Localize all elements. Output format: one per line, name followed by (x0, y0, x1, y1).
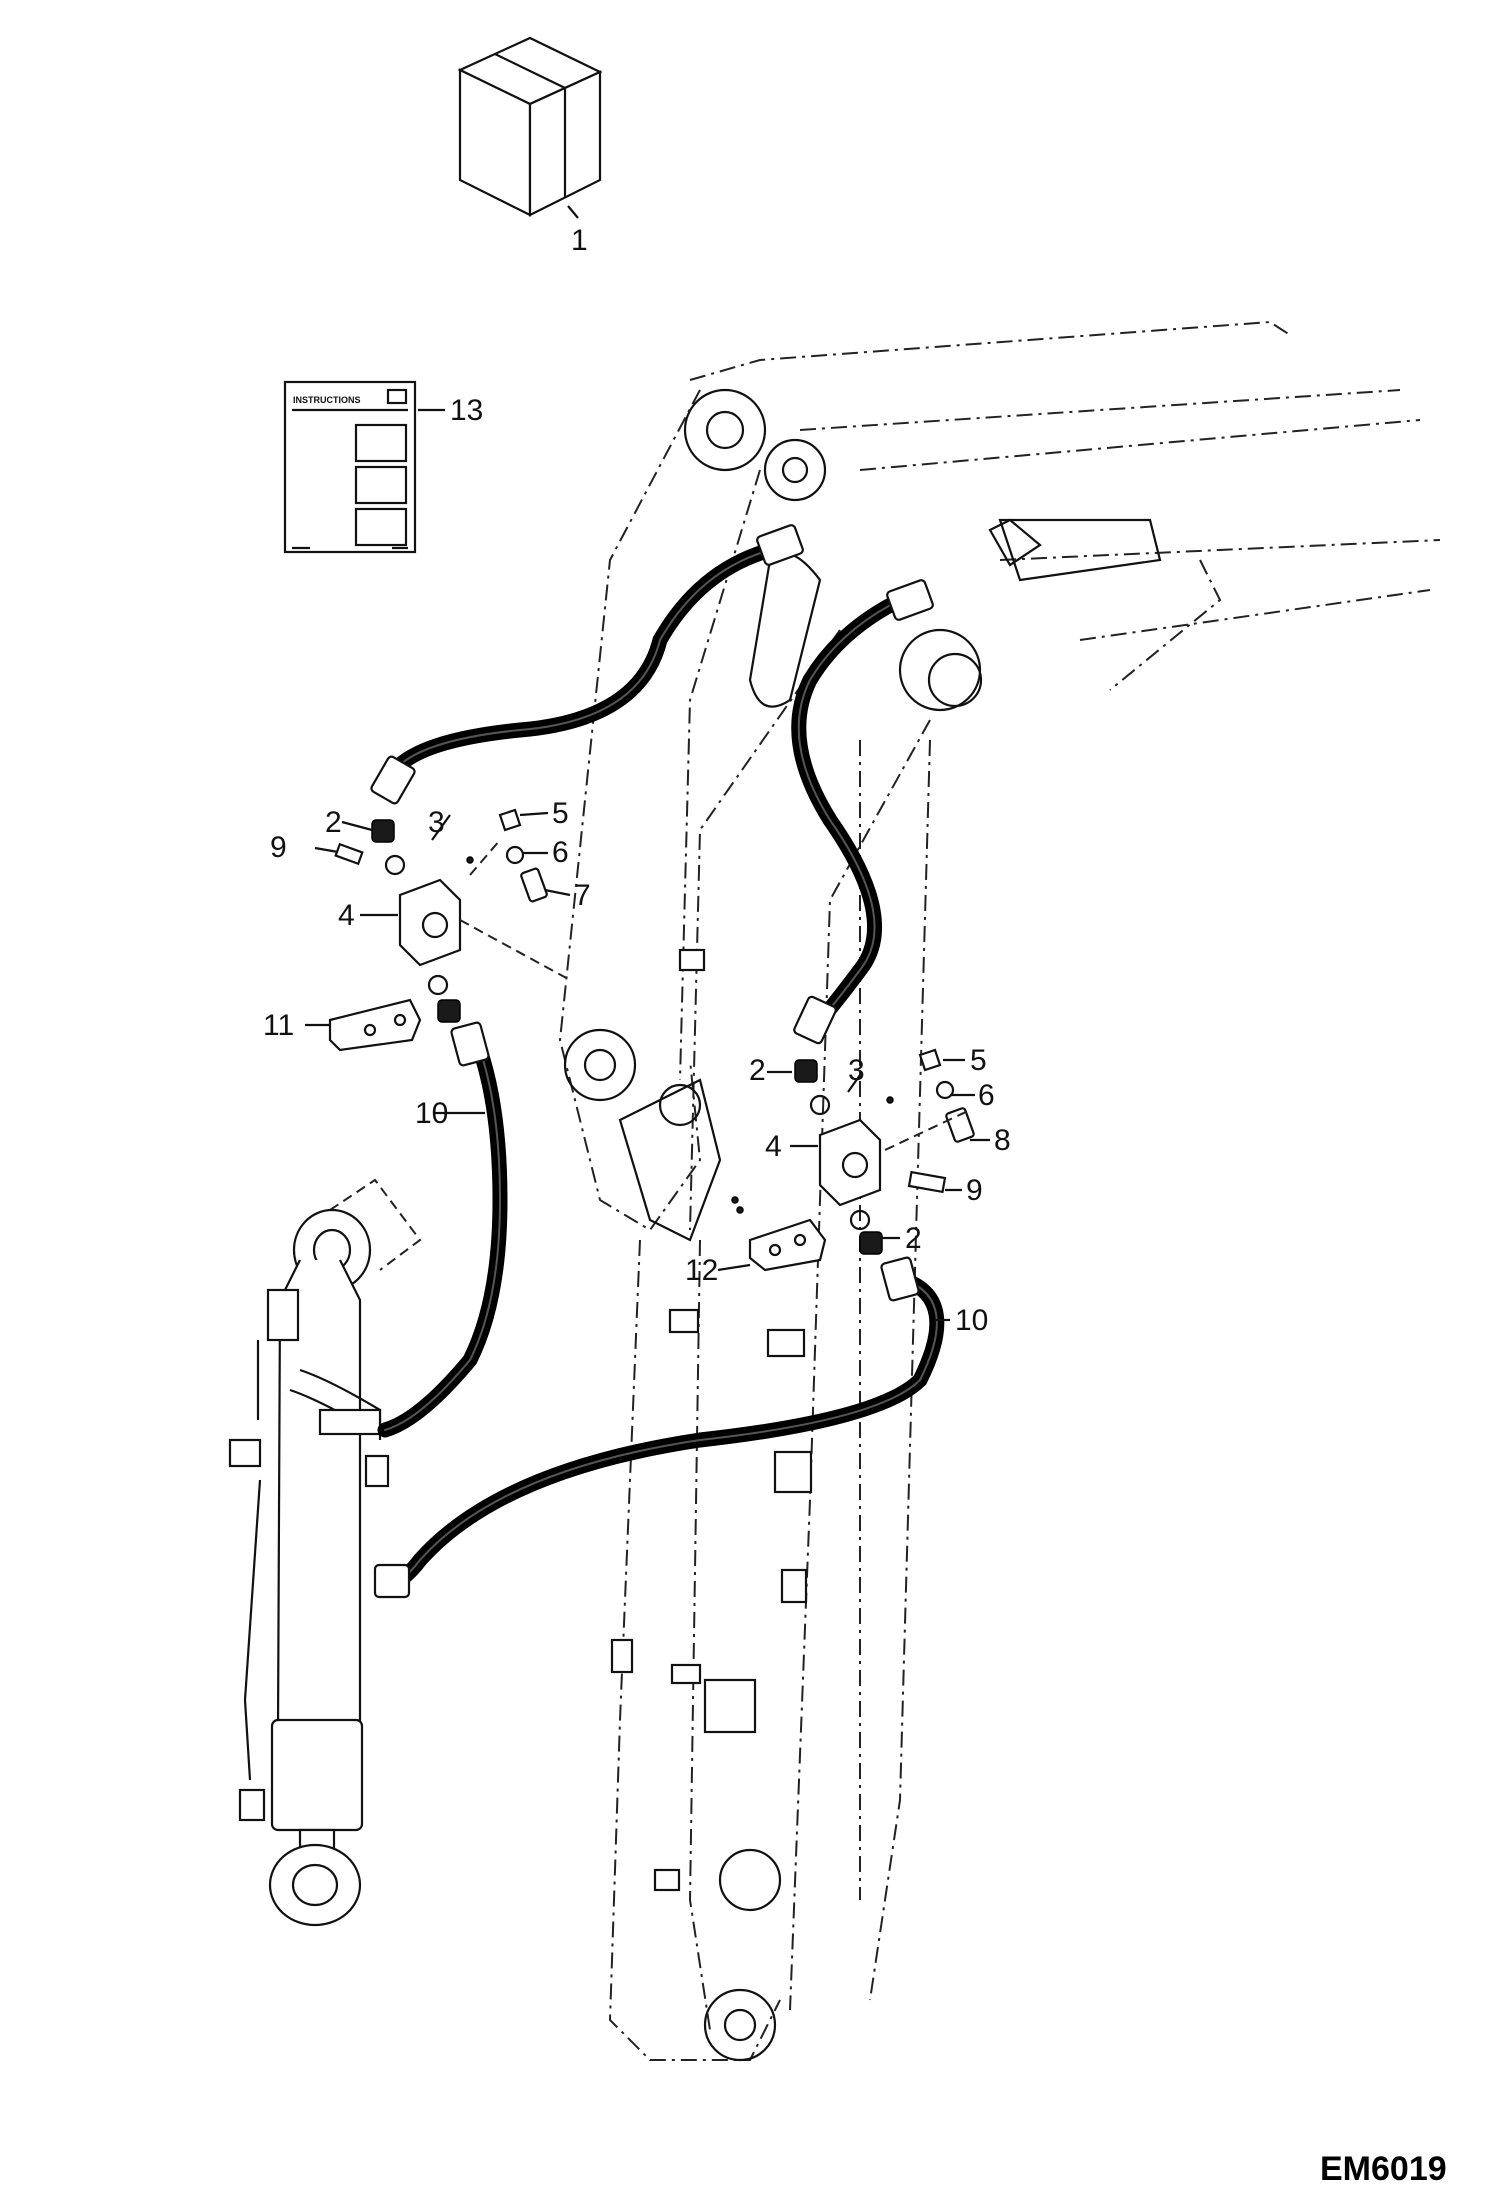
callout-9: 9 (270, 831, 287, 864)
callout-5: 5 (970, 1044, 987, 1077)
callout-13: 13 (450, 394, 483, 427)
bracket-11 (328, 998, 422, 1052)
callout-4: 4 (338, 899, 355, 932)
arm-outline (558, 389, 931, 2062)
callout-9: 9 (966, 1174, 983, 1207)
bracket-12 (731, 1196, 827, 1272)
callout-5: 5 (552, 797, 569, 830)
arm-cylinder (228, 1178, 422, 1927)
instruction-sheet-icon: INSTRUCTIONS (283, 380, 445, 554)
instruction-sheet-title: INSTRUCTIONS (293, 395, 361, 405)
kit-box-icon (457, 36, 603, 219)
drawing-code: EM6019 (1320, 2150, 1447, 2188)
callout-10: 10 (415, 1097, 448, 1130)
callout-leaders (305, 811, 990, 1322)
callout-6: 6 (552, 836, 569, 869)
valve-assembly-left (334, 808, 571, 1023)
callout-2: 2 (905, 1222, 922, 1255)
valve-assembly-right (794, 1048, 975, 1255)
callout-12: 12 (685, 1254, 718, 1287)
callout-10: 10 (955, 1304, 988, 1337)
hydraulic-hoses (370, 524, 945, 1599)
boom-outline (683, 320, 1441, 712)
callout-1: 1 (571, 224, 588, 257)
callout-7: 7 (574, 879, 591, 912)
callout-2: 2 (749, 1054, 766, 1087)
callout-3: 3 (848, 1054, 865, 1087)
callout-3: 3 (428, 806, 445, 839)
callout-8: 8 (994, 1124, 1011, 1157)
callouts: 1 13 2 3 5 6 7 9 4 11 10 2 3 5 6 8 4 9 2… (263, 224, 1011, 1337)
arm-brackets (610, 948, 813, 1892)
callout-2: 2 (325, 806, 342, 839)
callout-6: 6 (978, 1079, 995, 1112)
callout-4: 4 (765, 1130, 782, 1163)
callout-11: 11 (263, 1009, 294, 1042)
